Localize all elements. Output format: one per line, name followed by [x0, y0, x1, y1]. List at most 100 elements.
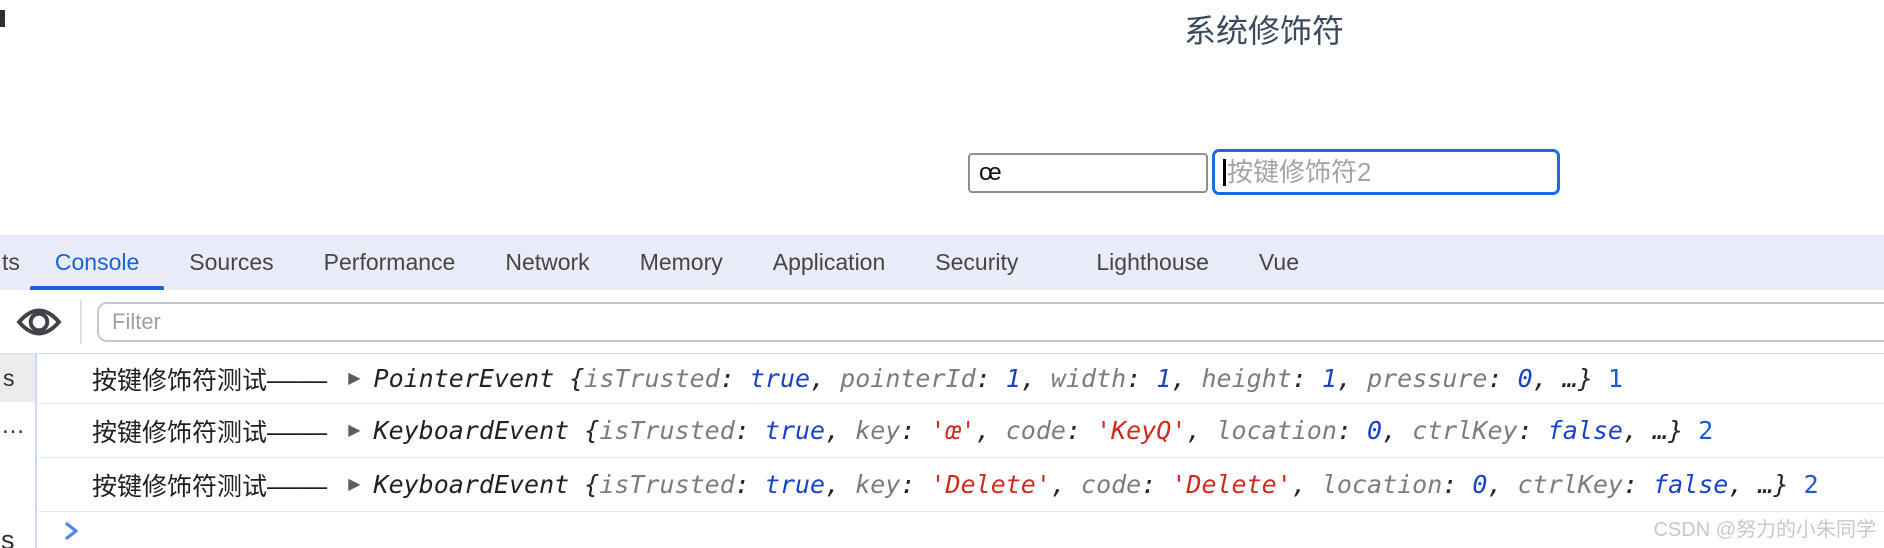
- tab-memory[interactable]: Memory: [615, 235, 748, 290]
- log-segment-prop: isTrusted: [584, 364, 720, 393]
- console-log-row: 按键修饰符测试————▶KeyboardEvent {isTrusted: tr…: [39, 458, 1884, 512]
- log-segment-punct: ,: [825, 470, 856, 499]
- tab-performance[interactable]: Performance: [299, 235, 481, 290]
- log-segment-val: 1: [1321, 364, 1337, 393]
- log-segment-punct: {: [584, 416, 600, 445]
- key-modifier-input-2-focus-ring: [1212, 149, 1560, 195]
- expand-triangle-icon[interactable]: ▶: [348, 474, 361, 493]
- log-segment-punct: ,: [975, 416, 1006, 445]
- log-segment-punct: {: [569, 364, 585, 393]
- tab-label: Application: [772, 249, 886, 275]
- log-segment-str: 'KeyQ': [1096, 416, 1187, 445]
- log-segment-prop: key: [855, 470, 901, 499]
- log-segment-val: false: [1653, 470, 1729, 499]
- log-segment-punct: ,: [810, 364, 841, 393]
- log-segment-punct: ,: [1020, 364, 1051, 393]
- log-segment-event: PointerEvent: [373, 364, 570, 393]
- log-segment-punct: :: [1141, 470, 1172, 499]
- console-main: s … s 按键修饰符测试————▶PointerEvent {isTruste…: [0, 354, 1884, 548]
- log-segment-punct: …}: [1562, 364, 1593, 393]
- log-segment-punct: …}: [1653, 416, 1684, 445]
- log-segment-punct: :: [900, 416, 931, 445]
- sidebar-item[interactable]: …: [1, 412, 26, 439]
- log-segment-punct: :: [1291, 364, 1322, 393]
- expand-triangle-icon[interactable]: ▶: [348, 420, 361, 439]
- log-segment-punct: ,: [1622, 416, 1654, 445]
- tab-network[interactable]: Network: [480, 235, 614, 290]
- log-segment-punct: :: [734, 470, 765, 499]
- tab-vue[interactable]: Vue: [1234, 235, 1324, 290]
- log-segment-punct: :: [975, 364, 1006, 393]
- log-segment-punct: ,: [1382, 416, 1413, 445]
- log-segment-val: 0: [1367, 416, 1383, 445]
- log-segment-punct: :: [1442, 470, 1473, 499]
- log-segment-prop: isTrusted: [599, 470, 735, 499]
- log-segment-str: 'Delete': [1171, 470, 1292, 499]
- log-segment-punct: :: [1517, 416, 1548, 445]
- tab-label: Memory: [639, 249, 723, 275]
- log-segment-punct: ,: [1336, 364, 1368, 393]
- log-segment-prop: location: [1216, 416, 1337, 445]
- log-segment-punct: ,: [1728, 470, 1759, 499]
- tab-label: Vue: [1258, 249, 1299, 275]
- log-segment-val: 1: [1156, 364, 1172, 393]
- tab-ts[interactable]: ts: [0, 235, 30, 290]
- log-segment-val: true: [764, 470, 826, 499]
- console-filter-input[interactable]: [97, 302, 1884, 342]
- tab-application[interactable]: Application: [748, 235, 911, 290]
- log-segment-prop: location: [1321, 470, 1443, 499]
- console-sidebar: s … s: [0, 354, 37, 548]
- key-modifier-input-1[interactable]: [968, 153, 1208, 193]
- log-segment-str: 'Delete': [930, 470, 1051, 499]
- log-segment-val: true: [749, 364, 811, 393]
- tab-label: Lighthouse: [1096, 249, 1209, 275]
- sidebar-item-selected[interactable]: s: [0, 354, 35, 402]
- tab-console[interactable]: Console: [29, 235, 165, 290]
- tab-label: Network: [505, 249, 590, 275]
- tab-label: Performance: [323, 249, 456, 275]
- console-log-list: 按键修饰符测试————▶PointerEvent {isTrusted: tru…: [39, 354, 1884, 548]
- log-segment-val: 0: [1472, 470, 1488, 499]
- log-segment-val: true: [764, 416, 826, 445]
- csdn-watermark: CSDN @努力的小朱同学: [1653, 519, 1876, 541]
- log-segment-prop: isTrusted: [599, 416, 735, 445]
- log-segment-punct: …}: [1758, 470, 1789, 499]
- tab-label: Security: [935, 249, 1019, 275]
- log-segment-prop: height: [1201, 364, 1292, 393]
- log-segment-event: KeyboardEvent: [373, 416, 585, 445]
- log-segment-punct: ,: [1291, 470, 1322, 499]
- log-segment-label: 按键修饰符测试————: [92, 417, 328, 447]
- log-segment-count: 1: [1592, 364, 1623, 393]
- text-caret: [1223, 159, 1226, 186]
- live-expression-eye-icon[interactable]: [16, 305, 62, 339]
- tab-label: Sources: [189, 249, 274, 275]
- log-segment-label: 按键修饰符测试————: [92, 471, 328, 501]
- console-prompt-chevron-icon: [65, 522, 78, 540]
- log-segment-punct: :: [900, 470, 931, 499]
- log-segment-val: 1: [1005, 364, 1021, 393]
- log-segment-punct: :: [1622, 470, 1654, 499]
- sidebar-item[interactable]: s: [1, 525, 15, 548]
- console-log-row: 按键修饰符测试———— ▶ KeyboardEvent {isTrusted: tr…: [39, 404, 1884, 458]
- log-segment-punct: :: [1065, 416, 1097, 445]
- expand-triangle-icon[interactable]: ▶: [348, 368, 361, 387]
- log-segment-prop: code: [1081, 470, 1142, 499]
- key-modifier-input-2[interactable]: [1215, 152, 1557, 192]
- log-segment-punct: {: [584, 470, 600, 499]
- log-segment-punct: :: [719, 364, 750, 393]
- log-segment-val: false: [1547, 416, 1623, 445]
- log-segment-prop: width: [1050, 364, 1127, 393]
- log-segment-punct: :: [1126, 364, 1157, 393]
- tab-security[interactable]: Security: [910, 235, 1043, 290]
- log-segment-prop: ctrlKey: [1517, 470, 1623, 499]
- tab-lighthouse[interactable]: Lighthouse: [1071, 235, 1234, 290]
- tab-sources[interactable]: Sources: [164, 235, 298, 290]
- log-segment-prop: ctrlKey: [1412, 416, 1518, 445]
- log-segment-punct: :: [1487, 364, 1518, 393]
- console-prompt-row[interactable]: [39, 512, 1884, 548]
- log-segment-prop: code: [1005, 416, 1066, 445]
- log-segment-punct: ,: [825, 416, 856, 445]
